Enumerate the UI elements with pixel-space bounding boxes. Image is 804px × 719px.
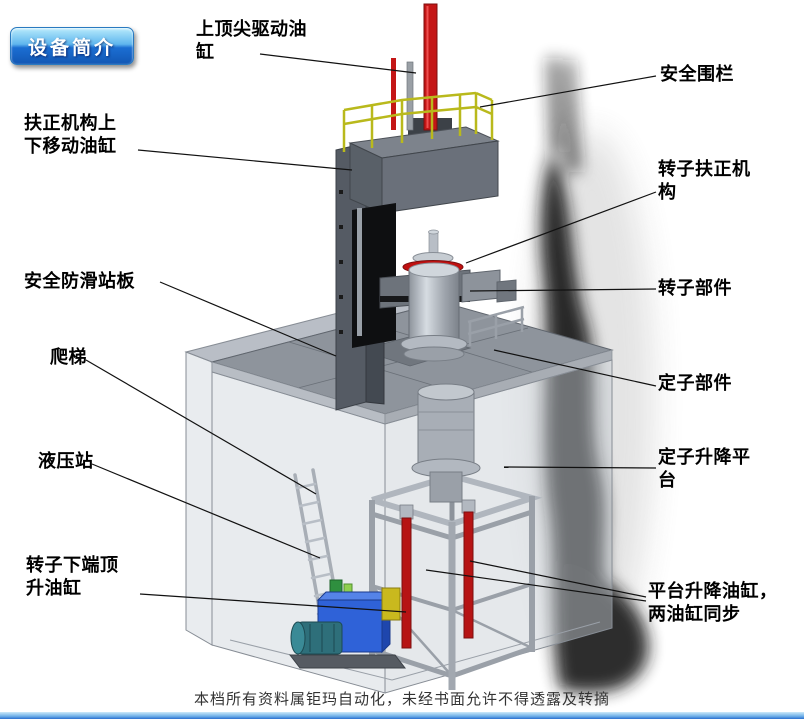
rotor-assembly [379,229,517,362]
deck-rail [467,305,525,346]
label-rotor-part: 转子部件 [658,278,732,299]
label-platform-lift-cylinders: 平台升降油缸，两油缸同步 [648,581,778,626]
label-stator-part: 定子部件 [658,373,732,394]
leader-centering-mechanism-lift-cylinder [137,149,353,171]
leader-stator-lift-platform [503,466,657,469]
leader-rotor-centering-mechanism [465,191,657,264]
leader-platform-lift-cylinder-a [469,560,647,598]
title-badge: 设备简介 [10,27,134,65]
label-anti-slip-standing-platform: 安全防滑站板 [24,271,135,292]
leader-rotor-part [469,288,657,292]
leader-stator-part [493,349,657,387]
press-cavity [352,203,396,348]
label-rotor-centering-mechanism: 转子扶正机构 [658,159,751,204]
leader-rotor-bottom-jack-cylinder [139,593,407,613]
label-hydraulic-station: 液压站 [38,451,94,472]
press-head [348,118,500,214]
leader-hydraulic-station [91,463,321,559]
leader-ladder [85,359,317,495]
stator-column [411,383,481,503]
platform-lift-cylinder-rods [399,499,476,649]
bottom-accent-bar [0,712,804,719]
label-top-center-drive-cylinder: 上顶尖驱动油缸 [196,19,307,64]
watermark-text: 本档所有资料属钜玛自动化，未经书面允许不得透露及转摘 [193,690,610,708]
shadow-smudge [530,58,654,693]
leader-lines [85,53,657,613]
safety-fence-railing [342,91,494,152]
label-ladder: 爬梯 [50,347,87,368]
leader-anti-slip-standing-platform [159,281,337,357]
label-stator-lift-platform: 定子升降平台 [658,447,751,492]
label-centering-mechanism-lift-cylinder: 扶正机构上下移动油缸 [24,113,117,158]
label-rotor-bottom-jack-cylinder: 转子下端顶升油缸 [26,555,119,600]
leader-top-center-drive-cylinder [259,53,417,74]
leader-platform-lift-cylinder-b [425,569,647,602]
leader-safety-fence [479,75,657,108]
title-badge-text: 设备简介 [27,36,116,59]
label-safety-fence: 安全围栏 [660,64,734,85]
